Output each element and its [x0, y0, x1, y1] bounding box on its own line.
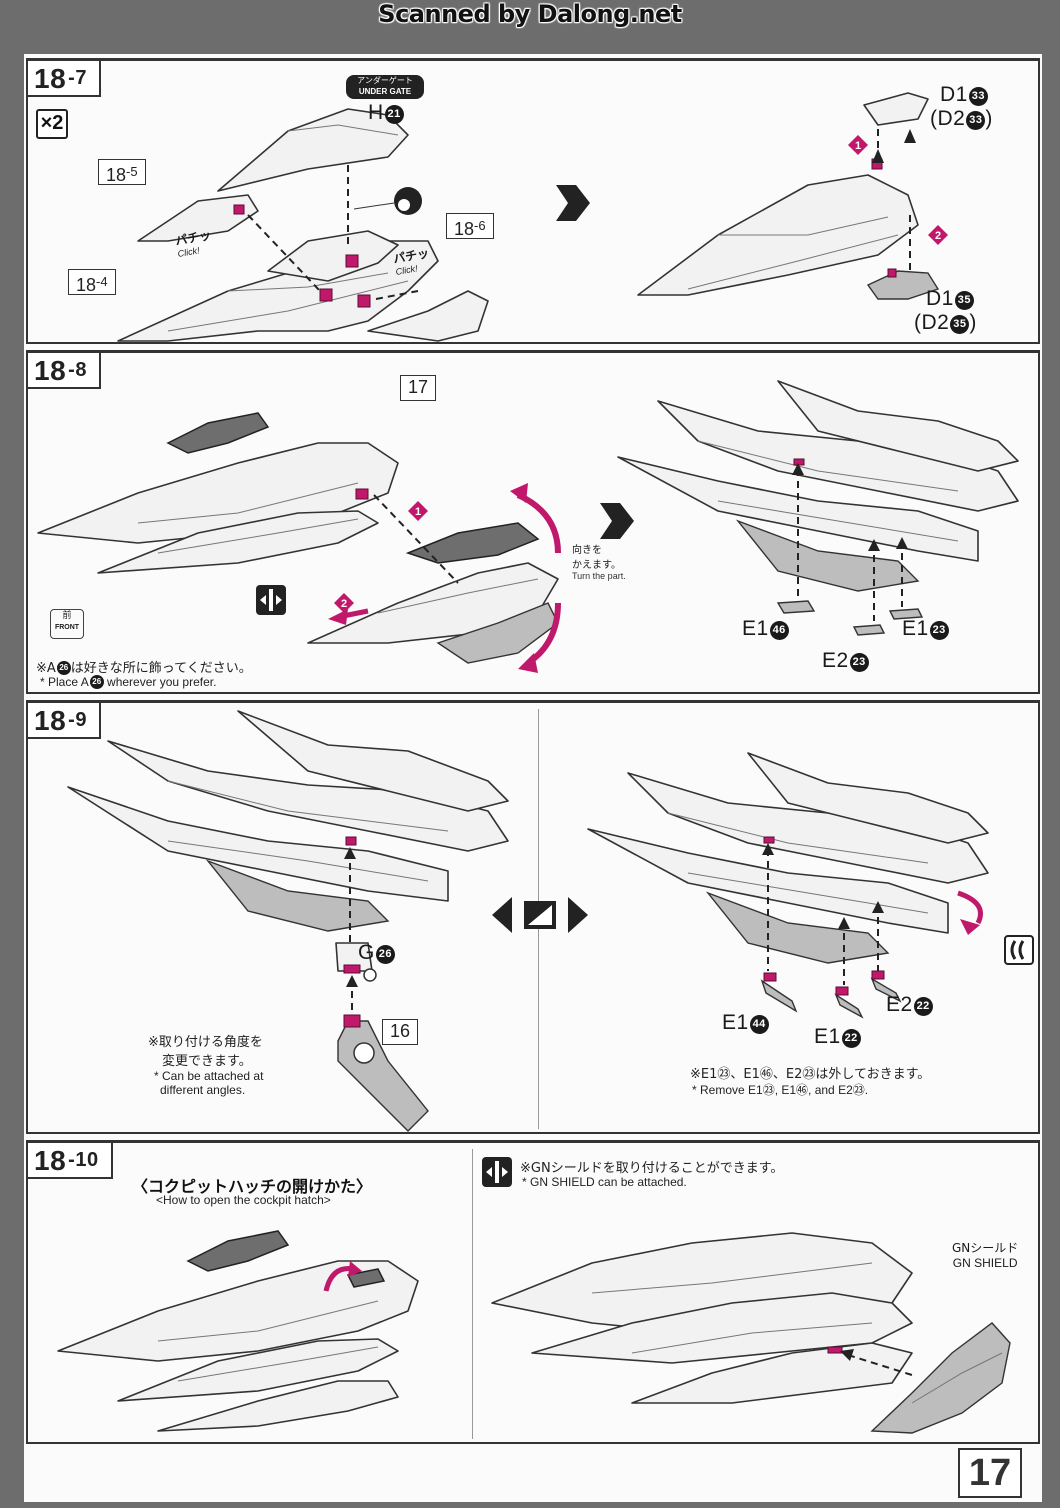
front-icon: 前 FRONT — [50, 609, 84, 639]
panel-divider — [472, 1149, 473, 1439]
cockpit-hatch-title: 〈コクピットハッチの開けかた〉 — [132, 1177, 373, 1196]
step-tag: 18-8 — [28, 353, 101, 389]
ref-step-18-4: 18-4 — [68, 269, 116, 295]
step-tag: 18-9 — [28, 703, 101, 739]
ref-step-18-5: 18-5 — [98, 159, 146, 185]
ship-underside-drawing — [617, 380, 1019, 636]
step-marker-1: 1 — [855, 140, 861, 152]
exploded-assembly-drawing — [117, 108, 489, 342]
watermark: Scanned by Dalong.net — [378, 0, 682, 28]
ref-part-16: 16 — [382, 1019, 419, 1045]
big-right-arrow-icon — [600, 503, 634, 539]
step-marker-1: 1 — [415, 506, 421, 518]
step-18-10-panel: 18-10 〈コクピットハッチの開けかた〉 <How to open the c… — [26, 1140, 1040, 1444]
remove-note-jp: ※E1㉓、E1㊻、E2㉓は外しておきます。 — [690, 1067, 931, 1082]
under-gate-badge: アンダーゲート UNDER GATE — [346, 75, 424, 99]
cockpit-hatch-drawing — [57, 1230, 419, 1432]
step-marker-2: 2 — [935, 230, 941, 242]
bracket-icon — [1004, 935, 1034, 965]
swap-arrow-icon — [492, 897, 588, 933]
step-tag: 18-10 — [28, 1143, 113, 1179]
assembled-part-drawing: 1 2 — [637, 92, 948, 300]
step-18-7-panel: 18-7 ×2 アンダーゲート UNDER GATE — [26, 58, 1040, 344]
remove-note-en: * Remove E1㉓, E1㊻, and E2㉓. — [692, 1083, 869, 1097]
ship-with-stand-drawing — [67, 710, 509, 1132]
instruction-page: 18-7 ×2 アンダーゲート UNDER GATE — [24, 54, 1042, 1502]
ref-step-18-6: 18-6 — [446, 213, 494, 239]
attach-icon — [256, 585, 286, 615]
shield-attach-drawing — [491, 1232, 1011, 1434]
shield-note-en: * GN SHIELD can be attached. — [522, 1175, 687, 1189]
ship-underside-alt-drawing — [587, 752, 989, 1019]
big-right-arrow-icon — [556, 185, 590, 221]
angle-note: ※取り付ける角度を 変更できます。 * Can be attached at d… — [148, 1035, 264, 1097]
ship-attach-drawing: 1 2 — [37, 412, 561, 673]
shield-note-jp: ※GNシールドを取り付けることができます。 — [520, 1161, 784, 1176]
step-18-8-panel: 18-8 1 2 17 — [26, 350, 1040, 694]
turn-note: 向きを かえます。 Turn the part. — [572, 545, 626, 581]
multiplier-x2-icon: ×2 — [36, 109, 68, 139]
ref-part-17: 17 — [400, 375, 437, 401]
step-tag: 18-7 — [28, 61, 101, 97]
attach-icon — [482, 1157, 512, 1187]
page-number: 17 — [958, 1448, 1022, 1498]
step-marker-2: 2 — [341, 598, 347, 610]
gn-shield-label: GNシールド GN SHIELD — [952, 1241, 1019, 1270]
cockpit-hatch-subtitle: <How to open the cockpit hatch> — [156, 1193, 331, 1207]
